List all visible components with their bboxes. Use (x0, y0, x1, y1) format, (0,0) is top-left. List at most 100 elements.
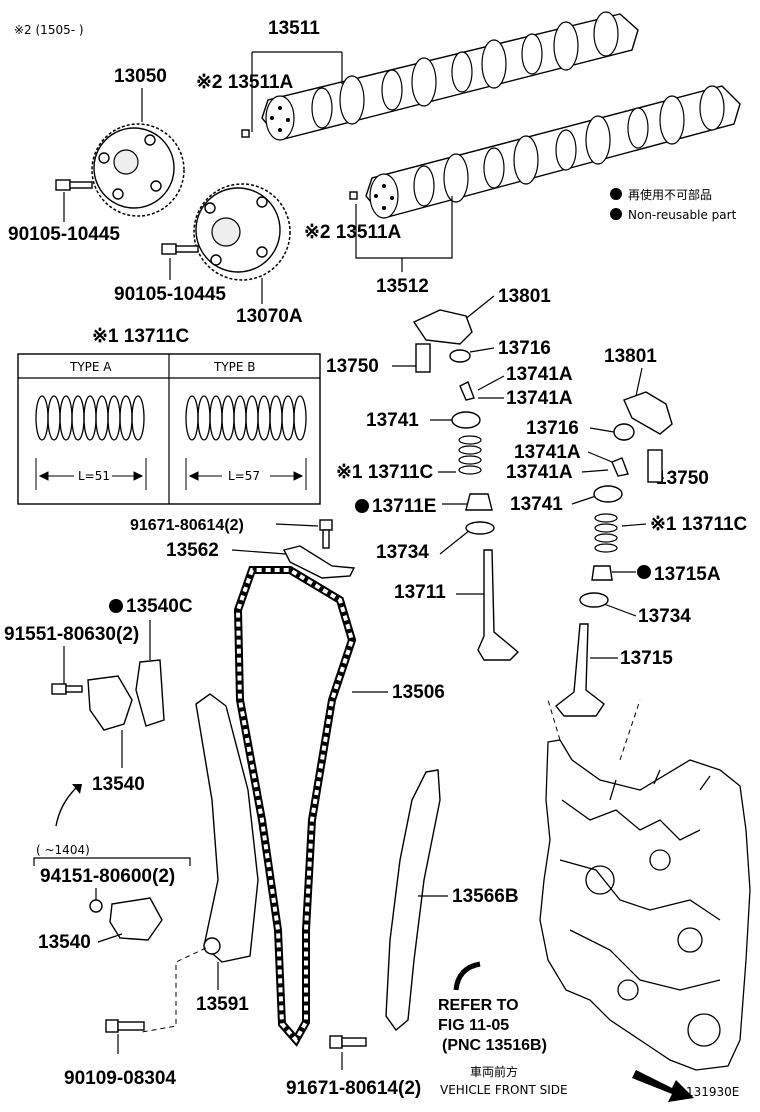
valve-seal-1 (465, 493, 493, 511)
rocker-arm-2-drawing (623, 391, 673, 435)
label-13741A-2: 13741A (506, 388, 573, 409)
label-13715: 13715 (620, 648, 673, 669)
label-13741A-3: 13741A (514, 442, 581, 463)
legend-dot-2 (610, 208, 622, 220)
spring-type-a: TYPE A (69, 360, 112, 374)
label-13540-2: 13540 (38, 932, 91, 953)
guide-13566B (385, 769, 441, 1032)
label-91671-80614-bot: 91671-80614(2) (286, 1078, 421, 1099)
bolt-91671-top (319, 519, 333, 549)
label-90105-10445-2: 90105-10445 (114, 284, 226, 305)
non-reusable-dot-13715A (637, 565, 651, 579)
label-13711: 13711 (394, 582, 446, 603)
spring-type-b: TYPE B (213, 360, 256, 374)
camshaft-13511-drawing (241, 11, 639, 141)
bolt-91671-bot (329, 1035, 367, 1049)
bolt-90105-1 (55, 179, 93, 191)
refer-line-2: FIG 11-05 (438, 1017, 509, 1034)
label-94151-80600: 94151-80600(2) (40, 866, 175, 887)
label-13711E: 13711E (372, 496, 436, 517)
label-13711C-2: ※1 13711C (650, 514, 748, 535)
label-13734-2: 13734 (638, 606, 691, 627)
front-arrow-icon (632, 1070, 694, 1102)
slipper-13591 (195, 693, 259, 963)
label-13741-1: 13741 (366, 410, 419, 431)
vvt-gear-13070A-drawing (193, 183, 291, 281)
keeper-1 (459, 381, 475, 401)
timing-chain-13506 (233, 566, 357, 1047)
refer-line-3: (PNC 13516B) (442, 1037, 547, 1054)
arrow-replacement (55, 787, 77, 827)
label-13506: 13506 (392, 682, 445, 703)
pad-13716-2 (613, 423, 635, 441)
label-13512: 13512 (376, 276, 429, 297)
label-13741A-4: 13741A (506, 462, 573, 483)
figure-number: 131930E (686, 1085, 739, 1099)
non-reusable-dot-13711E (355, 499, 369, 513)
note-top-left: ※2 (1505- ) (14, 23, 84, 37)
label-90109-08304: 90109-08304 (64, 1068, 176, 1089)
spring-length-b: L=57 (228, 469, 260, 483)
label-13716-1: 13716 (498, 338, 551, 359)
label-13741-2: 13741 (510, 494, 563, 515)
hose-drawing (453, 961, 481, 991)
label-13591: 13591 (196, 994, 249, 1015)
label-13070A: 13070A (236, 306, 303, 327)
front-side-en: VEHICLE FRONT SIDE (440, 1083, 568, 1097)
bolt-90109 (105, 1019, 145, 1033)
gasket-13540C (135, 659, 165, 727)
retainer-1 (451, 411, 481, 429)
label-13741A-1: 13741A (506, 364, 573, 385)
bolt-94151 (89, 899, 103, 913)
label-13540-1: 13540 (92, 774, 145, 795)
spring-length-a: L=51 (78, 469, 110, 483)
label-90105-10445-1: 90105-10445 (8, 224, 120, 245)
tensioner-13540-2 (109, 897, 163, 941)
spring-a-drawing (35, 395, 145, 441)
spring-b-drawing (185, 395, 307, 441)
valve-13715-drawing (555, 623, 605, 717)
dimension-lines (35, 458, 307, 490)
label-13540C: 13540C (126, 596, 193, 617)
label-13801-1: 13801 (498, 286, 551, 307)
label-13511: 13511 (268, 18, 320, 39)
valve-spring-2 (594, 513, 618, 553)
legend-jp: 再使用不可部品 (628, 187, 712, 202)
label-13562: 13562 (166, 540, 219, 561)
valve-seal-2 (591, 565, 613, 581)
vvt-gear-13050-drawing (91, 123, 185, 217)
label-13750-1: 13750 (326, 356, 379, 377)
spring-type-box (17, 353, 321, 505)
tensioner-13540-1 (87, 675, 133, 731)
label-13715A: 13715A (654, 564, 721, 585)
non-reusable-dot-13540C (109, 599, 123, 613)
label-13511A-top: ※2 13511A (196, 72, 294, 93)
valve-spring-1 (458, 435, 482, 475)
lash-adjuster-2 (647, 449, 663, 483)
engine-block-drawing (539, 739, 751, 1071)
chain-guide-13562 (282, 545, 356, 579)
label-91671-80614-top: 91671-80614(2) (130, 517, 244, 534)
valve-13711-drawing (477, 549, 520, 661)
legend-en: Non-reusable part (628, 208, 737, 222)
camshaft-13512-drawing (349, 85, 741, 219)
label-13511A-mid: ※2 13511A (304, 222, 402, 243)
spring-box-title: ※1 13711C (92, 326, 190, 347)
label-13801-2: 13801 (604, 346, 657, 367)
legend-dot-1 (610, 188, 622, 200)
bolt-91551 (51, 683, 83, 695)
label-13750-2: 13750 (656, 468, 709, 489)
lash-adjuster-1 (415, 343, 431, 373)
note-range: ( ~1404) (36, 843, 90, 857)
rocker-arm-1-drawing (412, 309, 473, 345)
keeper-2 (611, 457, 629, 477)
washer-13734-1 (465, 521, 495, 535)
bolt-90105-2 (161, 243, 199, 255)
front-side-jp: 車両前方 (470, 1064, 518, 1079)
label-13711C-1: ※1 13711C (336, 462, 434, 483)
refer-line-1: REFER TO (438, 997, 519, 1014)
label-91551-80630: 91551-80630(2) (4, 624, 139, 645)
washer-13734-2 (579, 592, 609, 608)
label-13734-1: 13734 (376, 542, 429, 563)
